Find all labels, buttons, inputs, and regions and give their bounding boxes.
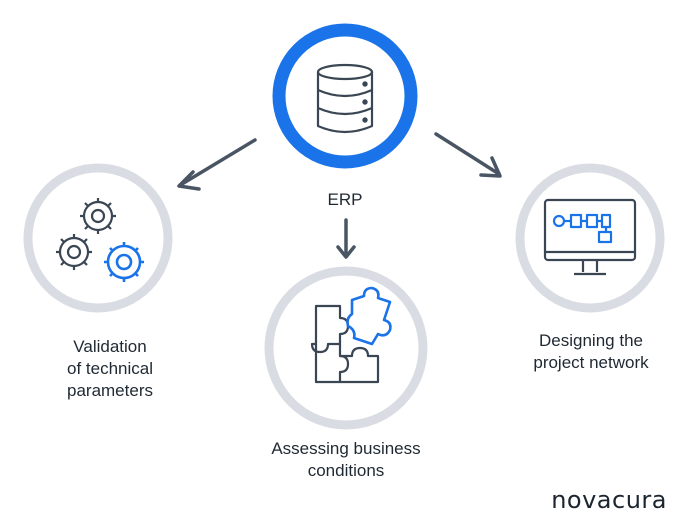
database-icon	[316, 63, 374, 134]
arrow-to-middle-head	[336, 245, 356, 259]
erp-label: ERP	[327, 190, 363, 209]
arrow-to-left	[180, 138, 257, 186]
puzzle-icon	[310, 286, 392, 384]
middle-node-ring	[264, 266, 428, 430]
arrow-to-right	[434, 132, 501, 176]
right-node-ring	[515, 163, 665, 313]
left-node-ring	[23, 163, 173, 313]
arrow-to-right-head	[479, 156, 502, 178]
right-node-label: Designing the project network	[533, 331, 649, 372]
left-node-label: Validation of technical parameters	[67, 337, 153, 400]
brand-logo: novacura	[551, 486, 667, 514]
arrow-to-left-head	[177, 170, 201, 191]
gears-icon	[56, 198, 144, 282]
middle-node-label: Assessing business conditions	[271, 439, 421, 480]
monitor-network-icon	[543, 198, 637, 276]
